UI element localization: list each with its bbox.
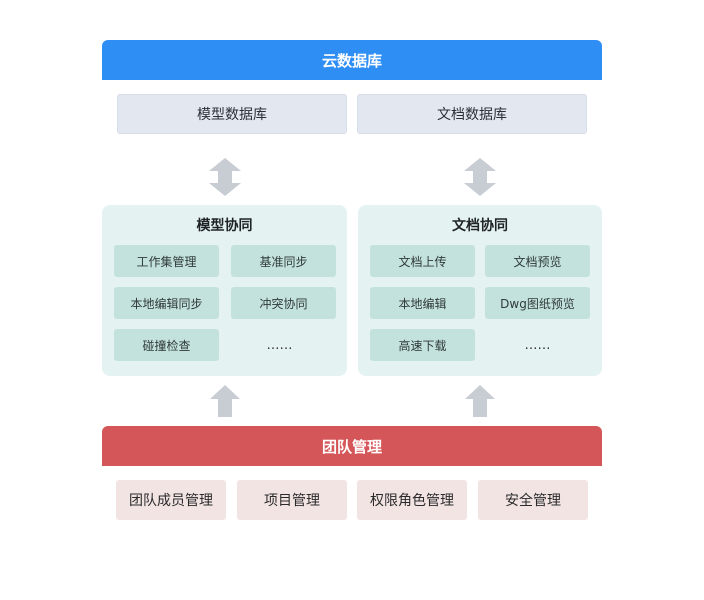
more-ellipsis: ……: [524, 337, 551, 353]
feature-conflict-collab: 冲突协同: [231, 287, 336, 319]
permission-role-management-box: 权限角色管理: [357, 480, 467, 520]
project-management-box: 项目管理: [237, 480, 347, 520]
team-management-header: 团队管理: [102, 426, 602, 466]
feature-document-preview: 文档预览: [485, 245, 590, 277]
cloud-database-header: 云数据库: [102, 40, 602, 80]
team-member-management-box: 团队成员管理: [116, 480, 226, 520]
double-arrow-icon: [209, 158, 241, 196]
model-collaboration-title: 模型协同: [196, 218, 253, 234]
feature-workset-management: 工作集管理: [114, 245, 219, 277]
feature-local-edit-sync: 本地编辑同步: [114, 287, 219, 319]
feature-clash-check: 碰撞检查: [114, 329, 219, 361]
security-management-box: 安全管理: [478, 480, 588, 520]
more-ellipsis: ……: [266, 337, 293, 353]
feature-document-upload: 文档上传: [370, 245, 475, 277]
feature-fast-download: 高速下载: [370, 329, 475, 361]
feature-local-edit: 本地编辑: [370, 287, 475, 319]
feature-baseline-sync: 基准同步: [231, 245, 336, 277]
up-arrow-icon: [465, 385, 495, 417]
double-arrow-icon: [464, 158, 496, 196]
up-arrow-icon: [210, 385, 240, 417]
document-database-box: 文档数据库: [357, 94, 587, 134]
document-collaboration-title: 文档协同: [452, 218, 508, 234]
feature-dwg-preview: Dwg图纸预览: [485, 287, 590, 319]
model-database-box: 模型数据库: [117, 94, 347, 134]
